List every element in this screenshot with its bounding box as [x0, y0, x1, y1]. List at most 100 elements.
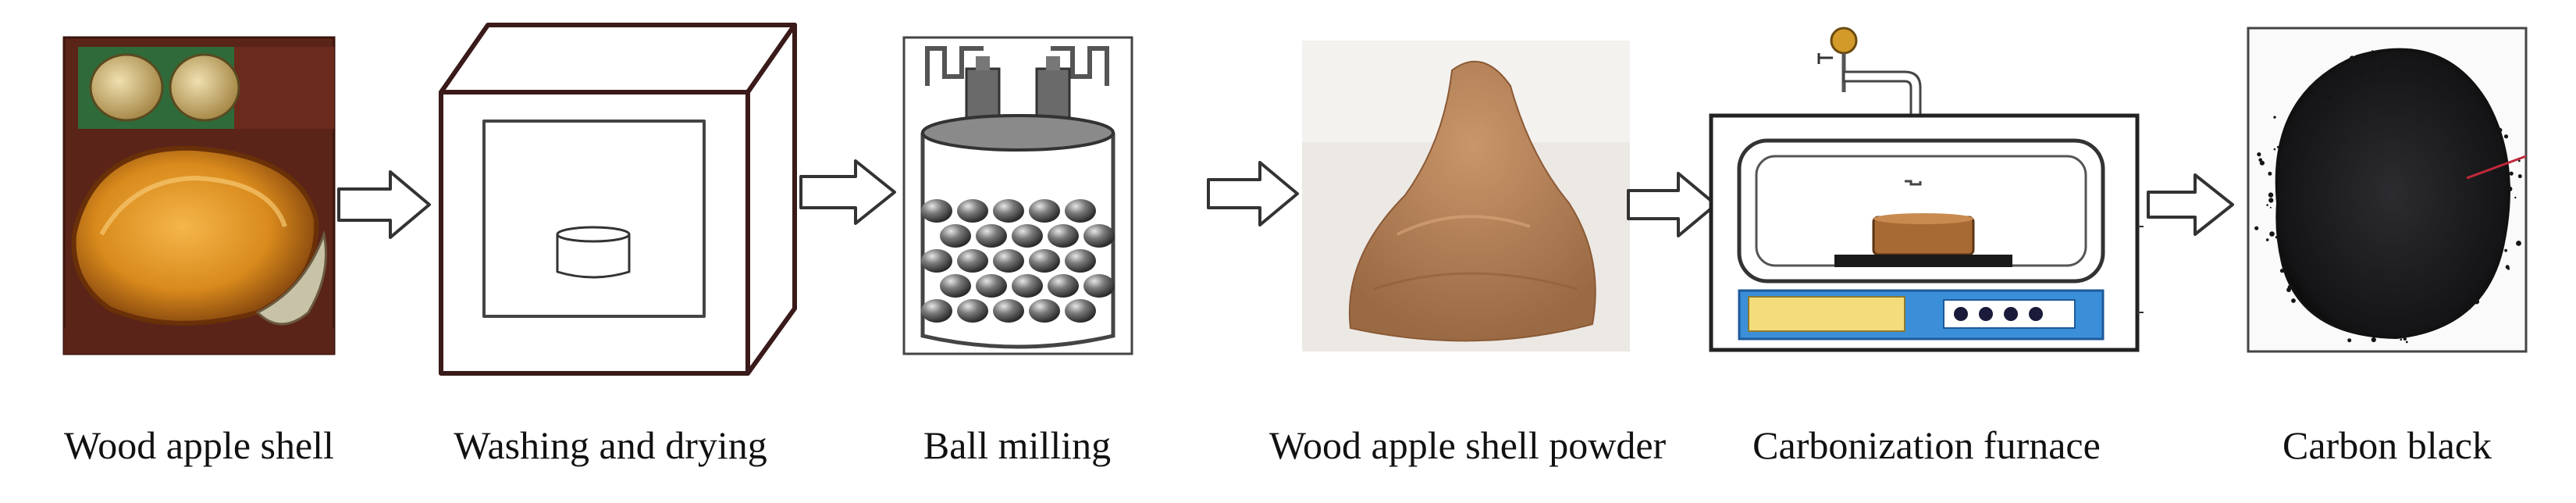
carbon-particle: [2347, 61, 2352, 67]
carbon-particle: [2496, 213, 2502, 218]
carbon-particle: [2307, 271, 2310, 273]
stage-label-ball-milling: Ball milling: [923, 423, 1112, 467]
milling-ball: [1065, 299, 1096, 323]
carbon-particle: [2460, 312, 2464, 315]
milling-ball: [993, 249, 1024, 273]
milling-ball: [1029, 199, 1060, 223]
stage-label-powder: Wood apple shell powder: [1268, 423, 1667, 467]
milling-ball: [1065, 249, 1096, 273]
carbon-particle: [2414, 312, 2420, 318]
carbon-particle: [2400, 338, 2403, 341]
carbon-particle: [2286, 126, 2289, 128]
right-arrow-icon: [2147, 173, 2234, 236]
carbon-particle: [2405, 67, 2409, 70]
carbon-particle: [2490, 163, 2494, 167]
carbon-particle: [2376, 324, 2379, 327]
carbon-particle: [2500, 159, 2503, 163]
stage-label-wood-apple-shell: Wood apple shell: [64, 423, 334, 467]
carbon-particle: [2468, 114, 2471, 116]
milling-ball: [993, 199, 1024, 223]
carbon-particle: [2308, 275, 2311, 278]
carbon-particle: [2286, 127, 2289, 130]
carbon-particle: [2478, 109, 2482, 112]
right-arrow-icon: [799, 159, 896, 225]
carbon-particle: [2269, 231, 2275, 237]
carbon-particle: [2277, 166, 2281, 169]
stage-label-carbonization: Carbonization furnace: [1752, 423, 2101, 467]
carbon-particle: [2292, 118, 2297, 123]
carbon-particle: [2335, 84, 2338, 86]
carbon-particle: [2273, 148, 2276, 151]
milling-ball: [976, 224, 1007, 248]
carbon-particle: [2268, 198, 2274, 203]
carbon-black-photo: [2247, 27, 2528, 353]
carbon-particle: [2258, 158, 2262, 162]
carbon-particle: [2439, 312, 2443, 315]
carbon-particle: [2358, 72, 2363, 77]
carbon-particle: [2286, 287, 2291, 292]
right-arrow-icon: [1627, 172, 1717, 237]
carbon-particle: [2319, 298, 2322, 301]
carbon-particle: [2349, 55, 2355, 61]
carbon-particle: [2474, 285, 2480, 291]
carbon-particle: [2425, 52, 2428, 55]
carbon-particle: [2503, 210, 2507, 215]
carbon-particle: [2266, 204, 2268, 206]
carbon-particle: [2499, 236, 2503, 240]
milling-ball: [921, 299, 952, 323]
carbon-particle: [2417, 77, 2419, 80]
carbon-particle: [2507, 184, 2510, 187]
carbon-particle: [2388, 57, 2394, 62]
carbon-particle: [2393, 330, 2398, 334]
furnace-icon: [1709, 27, 2144, 352]
carbon-particle: [2297, 254, 2302, 259]
carbon-particle: [2273, 116, 2276, 119]
carbon-particle: [2290, 262, 2296, 267]
carbon-particle: [2254, 226, 2259, 230]
carbon-particle: [2285, 165, 2289, 169]
carbon-particle: [2329, 95, 2333, 99]
carbon-particle: [2414, 329, 2419, 334]
carbon-particle: [2504, 248, 2508, 252]
carbon-particle: [2486, 111, 2489, 113]
carbon-particle: [2405, 341, 2408, 344]
carbon-particle: [2482, 276, 2485, 279]
milling-ball: [957, 199, 988, 223]
carbon-particle: [2281, 202, 2283, 205]
milling-ball: [1012, 224, 1043, 248]
milling-ball: [1029, 299, 1060, 323]
milling-ball: [1065, 199, 1096, 223]
carbon-particle: [2324, 79, 2329, 85]
carbon-particle: [2503, 134, 2509, 139]
carbon-particle: [2265, 238, 2269, 241]
carbon-particle: [2290, 273, 2293, 276]
carbon-particle: [2299, 113, 2302, 117]
carbon-particle: [2278, 158, 2281, 161]
carbon-particle: [2455, 307, 2459, 310]
carbon-particle: [2471, 84, 2475, 89]
carbon-particle: [2517, 159, 2521, 162]
carbon-particle: [2467, 305, 2471, 310]
carbon-particle: [2299, 264, 2303, 268]
carbon-particle: [2494, 223, 2496, 226]
carbon-particle: [2371, 337, 2376, 343]
carbon-particle: [2370, 78, 2373, 81]
milling-ball: [1083, 274, 1115, 298]
milling-ball: [1048, 224, 1079, 248]
carbon-particle: [2474, 298, 2480, 305]
milling-ball: [1012, 274, 1043, 298]
carbon-particle: [2282, 184, 2286, 188]
carbon-particle: [2286, 233, 2289, 235]
carbon-particle: [2400, 336, 2403, 338]
milling-ball: [957, 299, 988, 323]
carbon-particle: [2310, 113, 2312, 116]
carbon-particle: [2367, 327, 2369, 330]
carbon-particle: [2516, 241, 2521, 246]
carbon-particle: [2257, 152, 2261, 157]
carbon-particle: [2439, 323, 2443, 326]
carbon-particle: [2268, 171, 2272, 176]
carbon-particle: [2499, 152, 2504, 158]
carbon-particle: [2325, 95, 2329, 98]
carbon-particle: [2335, 74, 2341, 80]
